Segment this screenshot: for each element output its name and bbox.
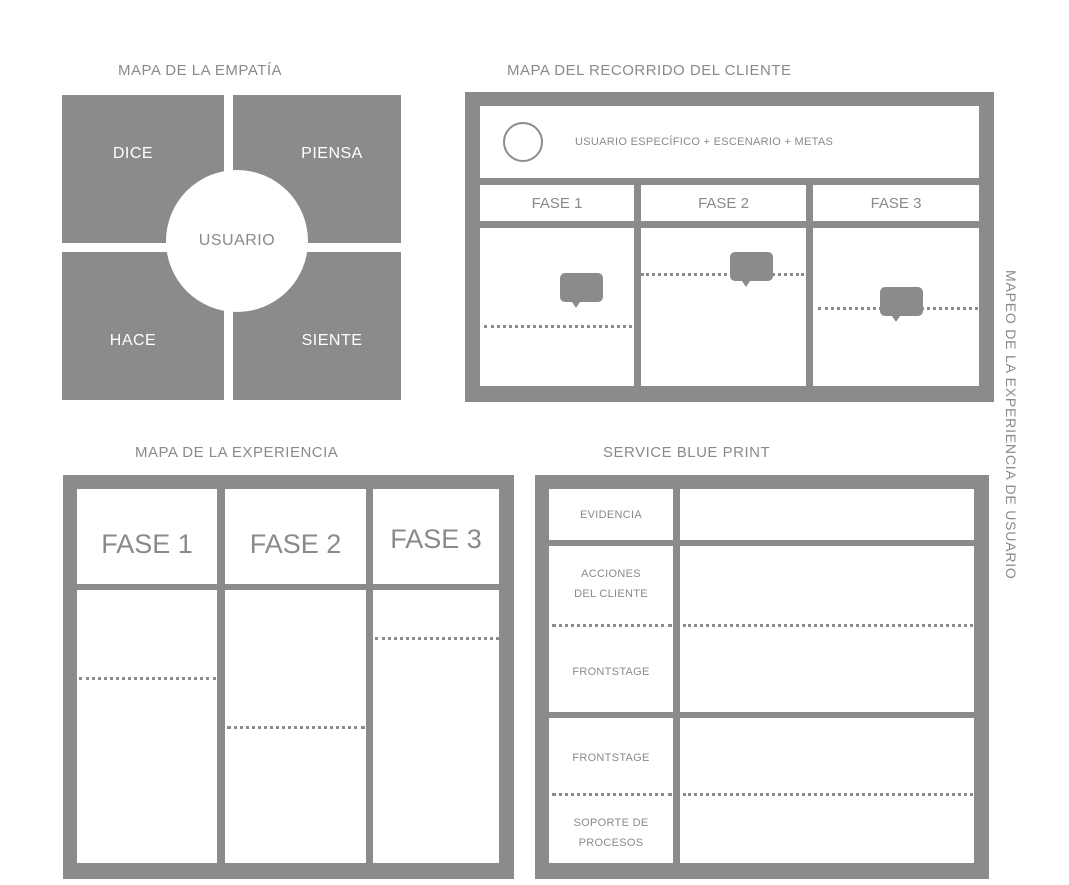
siente-label: SIENTE <box>301 332 363 349</box>
speech-bubble-icon <box>560 273 603 308</box>
experience-phase-label-3: FASE 3 <box>390 523 482 554</box>
empathy-quadrant-dice: DICE <box>62 95 224 243</box>
journey-phase-label-3: FASE 3 <box>870 194 922 212</box>
journey-header-cell <box>480 106 979 178</box>
journey-phase-cell-3 <box>813 185 979 221</box>
experience-dotted-line-1 <box>79 677 216 680</box>
journey-dotted-line-1 <box>484 325 632 328</box>
blueprint-content-cell-evidencia <box>680 489 974 540</box>
usuario-label: USUARIO <box>198 232 276 249</box>
experience-phase-cell-2 <box>225 489 366 584</box>
dice-label: DICE <box>112 145 154 162</box>
journey-body-cell-2 <box>641 228 806 386</box>
hace-label: HACE <box>109 332 157 349</box>
journey-body-cell-1 <box>480 228 634 386</box>
experience-dotted-line-2 <box>227 726 365 729</box>
journey-phase-cell-2 <box>641 185 806 221</box>
journey-phase-label-2: FASE 2 <box>698 194 749 212</box>
empathy-quadrant-siente: SIENTE <box>233 252 401 400</box>
user-avatar-circle <box>503 122 543 162</box>
blueprint-line-of-interaction <box>683 624 973 627</box>
blueprint-line-of-visibility <box>683 793 973 796</box>
blueprint-row-label-acciones: ACCIONES DEL CLIENTE <box>574 568 648 600</box>
experience-phase-cell-1 <box>77 489 217 584</box>
journey-dotted-line-2 <box>641 273 804 276</box>
usuario-circle: USUARIO <box>166 170 308 312</box>
side-label: MAPEO DE LA EXPERIENCIA DE USUARIO <box>1003 270 1019 580</box>
blueprint-content-cell-acciones <box>680 546 974 712</box>
blueprint-row-label-frontstage-2: FRONTSTAGE <box>572 752 650 764</box>
blueprint-row-label-soporte: SOPORTE DE PROCESOS <box>573 817 649 849</box>
blueprint-content-cell-soporte <box>680 718 974 863</box>
blueprint-label-cell-evidencia <box>549 489 673 540</box>
experience-phase-cell-3 <box>373 489 499 584</box>
speech-bubble-icon <box>730 252 773 287</box>
experience-dotted-line-3 <box>375 637 499 640</box>
journey-phase-cell-1 <box>480 185 634 221</box>
experience-map-title: MAPA DE LA EXPERIENCIA <box>135 444 339 461</box>
empathy-map-title: MAPA DE LA EMPATÍA <box>118 62 283 79</box>
piensa-label: PIENSA <box>301 145 363 162</box>
blueprint-label-cell-acciones <box>549 546 673 712</box>
experience-phase-label-1: FASE 1 <box>101 528 193 559</box>
speech-bubble-icon <box>880 287 923 322</box>
journey-map-title: MAPA DEL RECORRIDO DEL CLIENTE <box>507 62 792 79</box>
experience-body-cell-3 <box>373 590 499 863</box>
blueprint-label-cell-soporte <box>549 718 673 863</box>
blueprint-title: SERVICE BLUE PRINT <box>603 444 771 461</box>
journey-phase-label-1: FASE 1 <box>531 194 583 212</box>
experience-phase-label-2: FASE 2 <box>249 528 342 559</box>
blueprint-line-of-visibility <box>552 793 672 796</box>
blueprint-row-label-frontstage-1: FRONTSTAGE <box>572 666 650 678</box>
blueprint-line-of-interaction <box>552 624 672 627</box>
journey-header-label: USUARIO ESPECÍFICO + ESCENARIO + METAS <box>575 136 834 148</box>
experience-body-cell-1 <box>77 590 217 863</box>
blueprint-row-label-evidencia: EVIDENCIA <box>580 508 642 521</box>
